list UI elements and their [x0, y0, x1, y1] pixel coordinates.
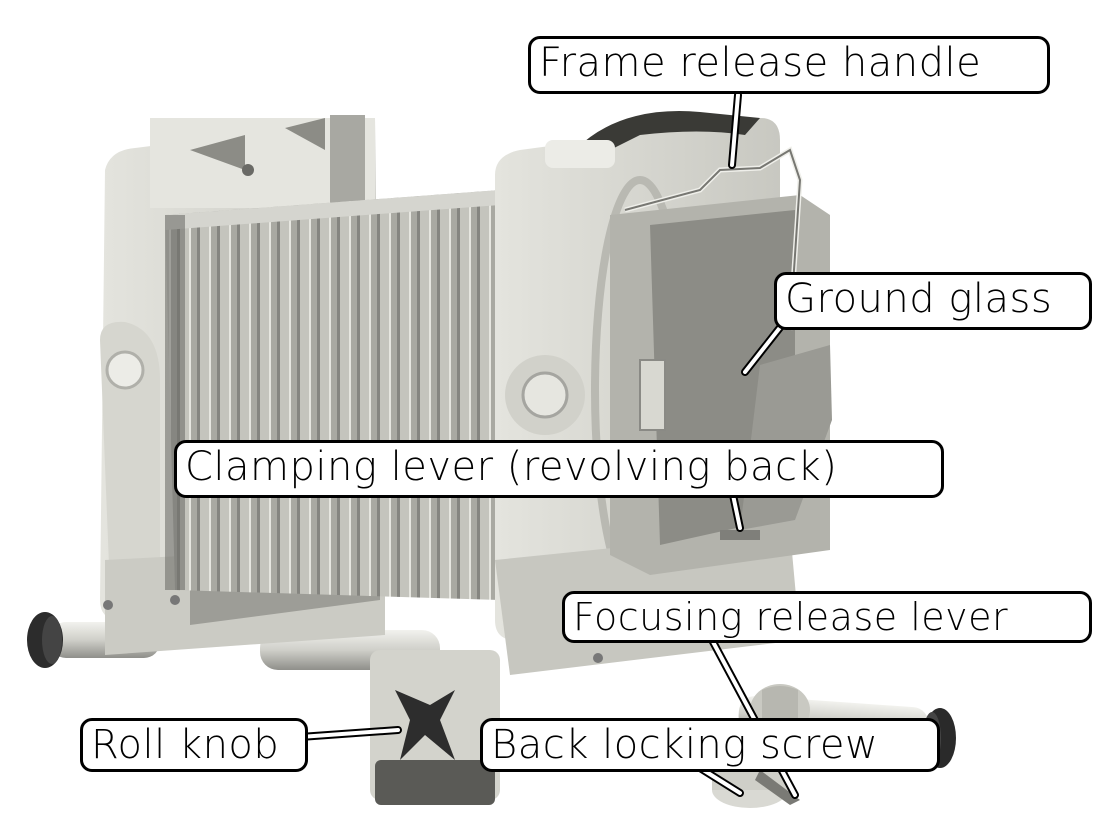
tripod-block [370, 650, 500, 805]
callout-roll-knob: Roll knob [80, 718, 308, 772]
callout-label: Roll knob [91, 722, 280, 768]
callout-label: Frame release handle [539, 40, 982, 86]
ground-glass-frame [610, 146, 832, 575]
callout-label: Ground glass [785, 276, 1053, 322]
rail-knob-left [27, 612, 63, 668]
callout-label: Focusing release lever [573, 595, 1009, 639]
callout-focusing-release-lever: Focusing release lever [562, 591, 1092, 643]
callout-label: Clamping lever (revolving back) [185, 444, 838, 490]
callout-frame-release-handle: Frame release handle [528, 36, 1050, 94]
bellows [165, 190, 500, 600]
callout-ground-glass: Ground glass [774, 272, 1092, 330]
callout-clamping-lever: Clamping lever (revolving back) [174, 440, 944, 498]
callout-label: Back locking screw [491, 722, 879, 768]
callout-back-locking-screw: Back locking screw [480, 718, 940, 772]
